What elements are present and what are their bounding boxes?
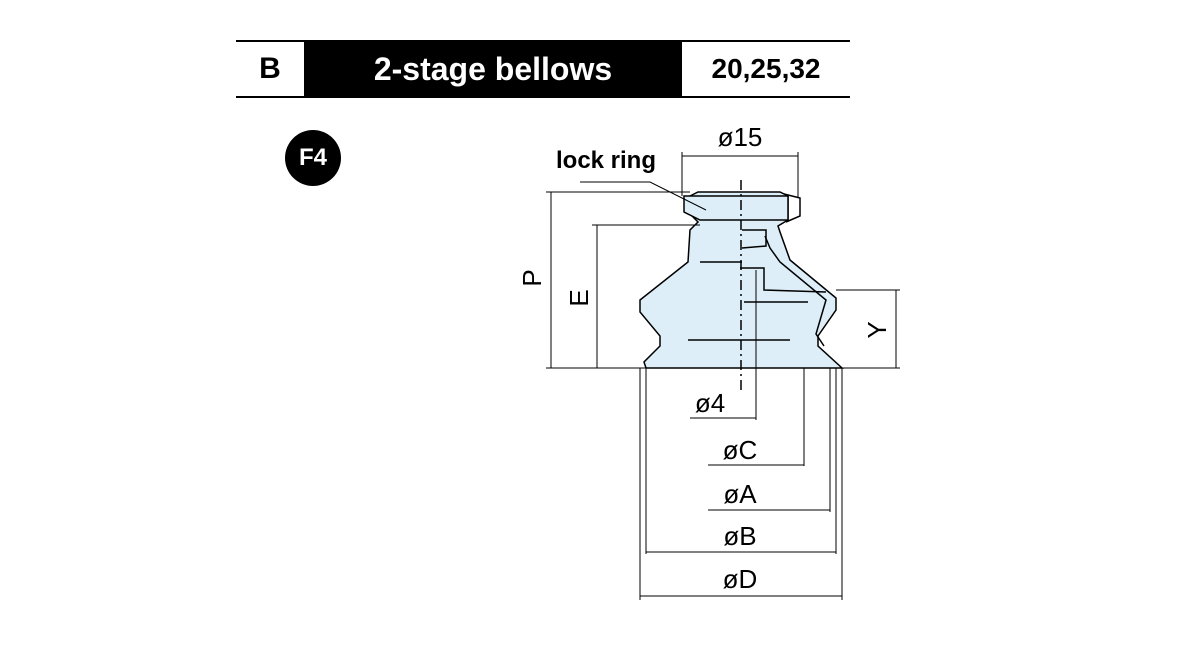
lock-ring <box>683 195 789 221</box>
section-title: 2-stage bellows <box>306 42 680 96</box>
label-lock-ring: lock ring <box>556 147 656 174</box>
section-code: B <box>236 42 306 96</box>
label-e: E <box>564 289 594 306</box>
label-d4: ø4 <box>695 388 725 418</box>
section-header: B 2-stage bellows 20,25,32 <box>236 40 850 98</box>
inner-wall <box>764 235 827 347</box>
label-d15: ø15 <box>718 122 763 152</box>
variant-badge: F4 <box>285 130 341 186</box>
label-dc: øC <box>723 435 758 465</box>
label-dd: øD <box>723 564 758 594</box>
lock-ring-leader <box>580 181 707 211</box>
label-y: Y <box>862 321 892 338</box>
size-list: 20,25,32 <box>680 42 850 96</box>
neck-step <box>741 229 767 249</box>
label-da: øA <box>723 479 757 509</box>
inner-wall-2 <box>740 267 827 293</box>
label-p: P <box>517 269 547 286</box>
label-db: øB <box>723 521 756 551</box>
lock-ring-clip <box>783 193 801 223</box>
